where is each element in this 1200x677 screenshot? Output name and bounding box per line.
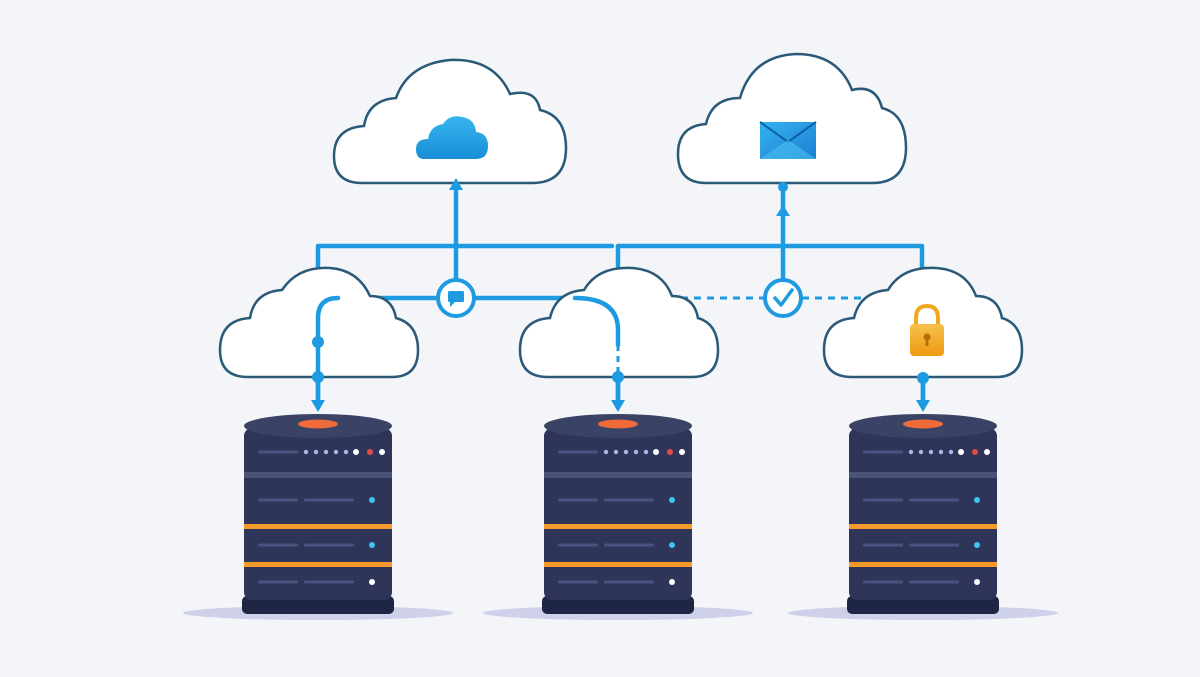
mail-cloud-outline: [676, 52, 908, 185]
right-cloud: [822, 266, 1024, 379]
server-base: [242, 596, 394, 614]
server-unit: [258, 542, 375, 548]
server-unit: [863, 579, 980, 585]
server-top-glow: [298, 419, 338, 429]
server-unit: [558, 497, 675, 503]
server-unit: [258, 449, 385, 455]
status-led: [369, 497, 375, 503]
status-led: [984, 449, 990, 455]
chat-junction: [436, 278, 476, 318]
server-unit: [258, 579, 375, 585]
status-led: [974, 497, 980, 503]
arrow-up-mail: [776, 205, 790, 216]
server-separator: [849, 472, 997, 478]
server-unit: [558, 449, 685, 455]
server-band: [544, 524, 692, 529]
center-route-front: [572, 295, 621, 348]
server-separator: [244, 472, 392, 478]
right-dot: [917, 372, 929, 384]
center-dot-lower: [612, 371, 624, 383]
left-dot-lower: [312, 371, 324, 383]
status-led: [379, 449, 385, 455]
status-led: [367, 449, 373, 455]
arrow-down-left: [311, 400, 325, 412]
check-icon: [773, 288, 794, 307]
arrow-down-center: [611, 400, 625, 412]
server-center: [483, 414, 753, 620]
server-right: [788, 414, 1058, 620]
server-body: [849, 428, 997, 600]
server-band: [849, 524, 997, 529]
server-unit: [863, 542, 980, 548]
server-separator: [544, 472, 692, 478]
server-band: [244, 524, 392, 529]
status-led: [974, 579, 980, 585]
server-body: [544, 428, 692, 600]
server-unit: [863, 449, 990, 455]
status-led: [958, 449, 964, 455]
arrows-down: [311, 400, 930, 412]
status-led: [353, 449, 359, 455]
left-dot-upper: [312, 336, 324, 348]
bus-left-riser: [315, 243, 615, 275]
arrow-down-right: [916, 400, 930, 412]
servers: [183, 414, 1058, 620]
chat-icon: [448, 291, 464, 307]
right-cloud-outline: [822, 266, 1024, 379]
status-led: [369, 542, 375, 548]
server-base: [847, 596, 999, 614]
status-led: [669, 542, 675, 548]
server-unit: [558, 542, 675, 548]
status-led: [369, 579, 375, 585]
server-band: [244, 562, 392, 567]
status-led: [669, 579, 675, 585]
status-led: [972, 449, 978, 455]
status-led: [667, 449, 673, 455]
lock-icon: [910, 303, 944, 356]
cloud-icon: [416, 116, 488, 159]
left-route-front: [315, 295, 341, 408]
server-left: [183, 414, 453, 620]
bus-right-top: [615, 243, 925, 273]
server-unit: [558, 579, 675, 585]
check-junction: [763, 278, 803, 318]
status-led: [974, 542, 980, 548]
server-base: [542, 596, 694, 614]
server-unit: [863, 497, 980, 503]
server-band: [849, 562, 997, 567]
server-top-glow: [903, 419, 943, 429]
mail-service: [676, 52, 908, 185]
arrow-up-storage: [449, 178, 463, 190]
status-led: [669, 497, 675, 503]
server-unit: [258, 497, 375, 503]
status-led: [653, 449, 659, 455]
server-top-glow: [598, 419, 638, 429]
status-led: [679, 449, 685, 455]
junction-dots: [312, 336, 929, 384]
server-body: [244, 428, 392, 600]
mail-anchor-dot: [778, 182, 788, 192]
cloud-storage: [332, 58, 568, 185]
mail-icon: [759, 121, 817, 159]
server-band: [544, 562, 692, 567]
